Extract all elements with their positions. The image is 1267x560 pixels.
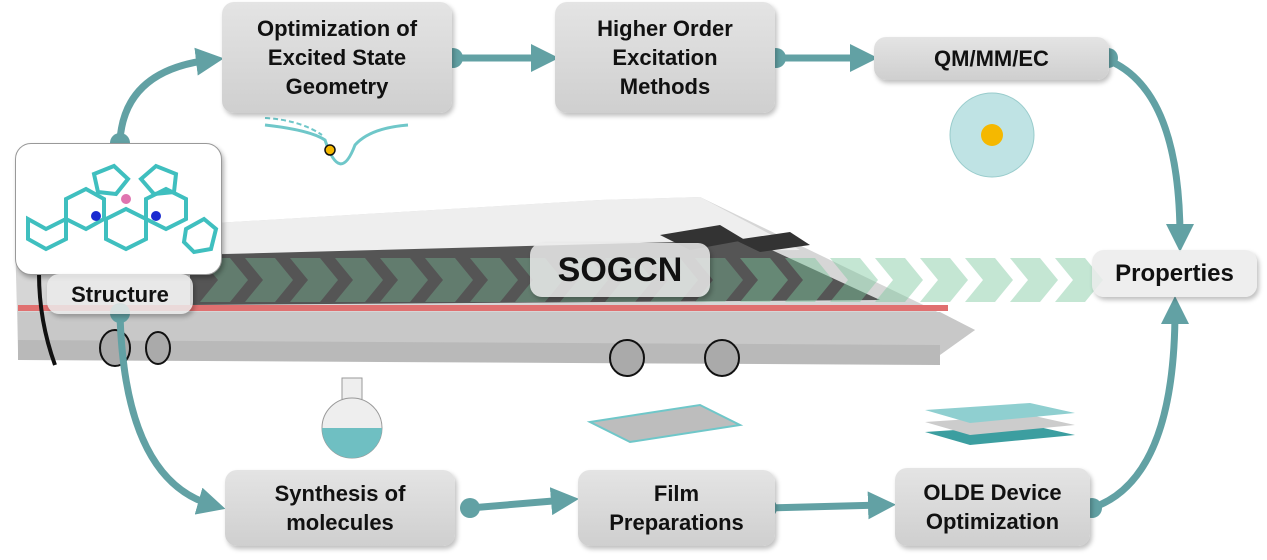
node-synthesis[interactable]: Synthesis of molecules [225,470,455,546]
chevron-arrow [920,258,968,302]
node-opt-geometry[interactable]: Optimization of Excited State Geometry [222,2,452,113]
molecule-icon [26,163,219,255]
chevron-arrow [290,258,338,302]
chevron-arrow [470,258,518,302]
node-properties[interactable]: Properties [1092,250,1257,297]
flask-icon [321,377,383,459]
title-sogcn: SOGCN [530,243,710,297]
chevron-arrow [335,258,383,302]
chevron-arrow [965,258,1013,302]
chevron-arrow [380,258,428,302]
chevron-arrow [1010,258,1058,302]
chevron-arrow [875,258,923,302]
node-olde[interactable]: OLDE Device Optimization [895,468,1090,546]
node-film[interactable]: Film Preparations [578,470,775,546]
solvation-sphere-icon [949,92,1035,178]
node-qmmm[interactable]: QM/MM/EC [874,37,1109,80]
chevron-arrow [425,258,473,302]
film-icon [586,403,744,444]
potential-curve-icon [264,117,409,166]
device-stack-icon [925,403,1075,445]
chevron-arrow [1055,258,1103,302]
node-higher-order[interactable]: Higher Order Excitation Methods [555,2,775,113]
flow-arrows [116,44,1194,520]
chevron-arrow [245,258,293,302]
chevron-arrow [785,258,833,302]
chevron-arrow [740,258,788,302]
chevron-arrow [830,258,878,302]
node-structure[interactable]: Structure [47,274,193,314]
molecule-structure-box [15,143,222,275]
